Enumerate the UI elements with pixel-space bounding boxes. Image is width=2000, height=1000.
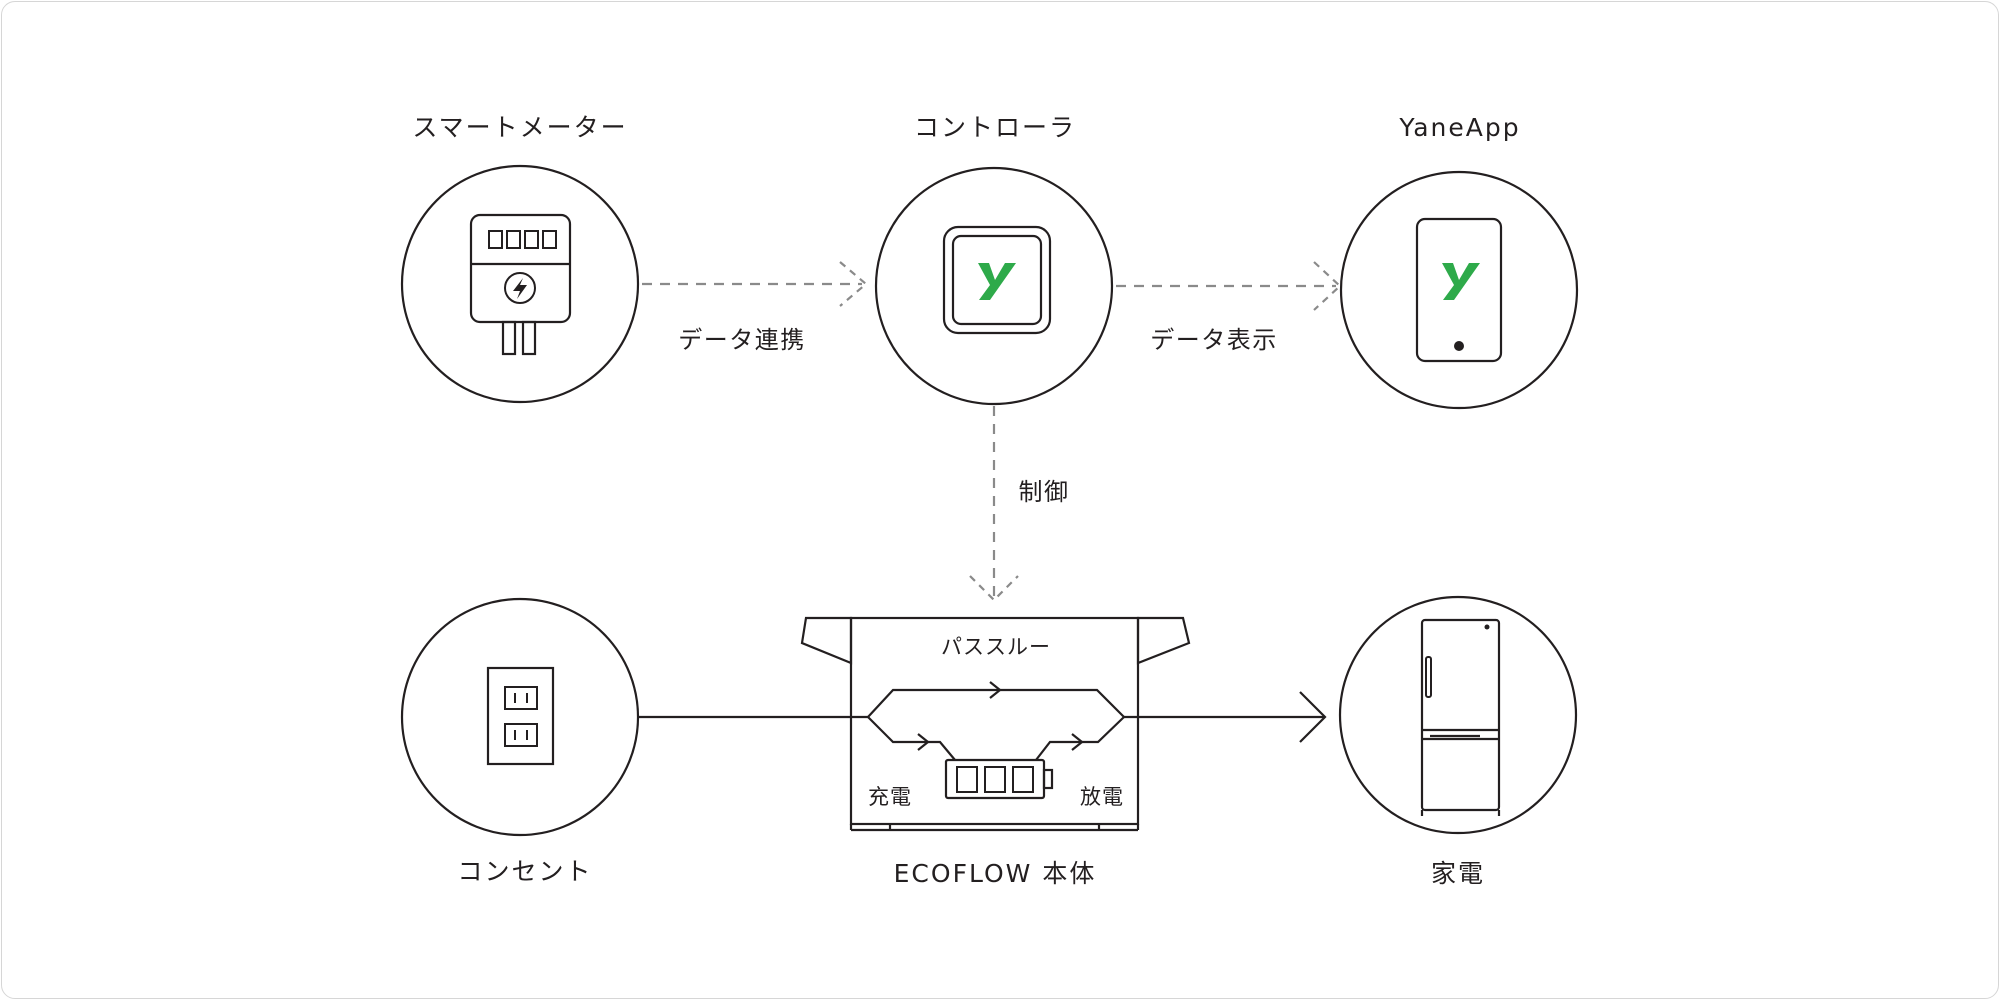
charge-label: 充電 xyxy=(868,785,912,809)
controller-icon xyxy=(942,225,1052,335)
wall-outlet-icon xyxy=(486,666,555,766)
smartphone-icon xyxy=(1415,217,1503,363)
battery-icon xyxy=(944,758,1054,800)
data-display-edge xyxy=(1116,261,1342,311)
app-node xyxy=(1339,170,1579,410)
control-edge xyxy=(969,406,1019,602)
data-link-label: データ連携 xyxy=(678,326,806,354)
appliance-node xyxy=(1338,595,1578,835)
data-link-edge xyxy=(642,261,868,307)
outlet-node xyxy=(400,597,640,837)
smart-meter-label: スマートメーター xyxy=(412,113,627,142)
ecoflow-unit xyxy=(800,616,1191,832)
passthrough-label: パススルー xyxy=(941,635,1051,659)
control-label: 制御 xyxy=(1019,478,1070,506)
app-label: YaneApp xyxy=(1398,113,1520,142)
controller-node xyxy=(874,166,1114,406)
smart-meter-node xyxy=(400,164,640,404)
smart-meter-icon xyxy=(469,213,572,356)
appliance-label: 家電 xyxy=(1431,859,1485,888)
discharge-label: 放電 xyxy=(1080,785,1124,809)
outlet-label: コンセント xyxy=(457,857,592,886)
ecoflow-label: ECOFLOW 本体 xyxy=(894,859,1097,888)
refrigerator-icon xyxy=(1420,618,1501,816)
power-flow-lines xyxy=(638,681,1327,761)
data-display-label: データ表示 xyxy=(1150,326,1278,354)
controller-label: コントローラ xyxy=(914,113,1076,142)
